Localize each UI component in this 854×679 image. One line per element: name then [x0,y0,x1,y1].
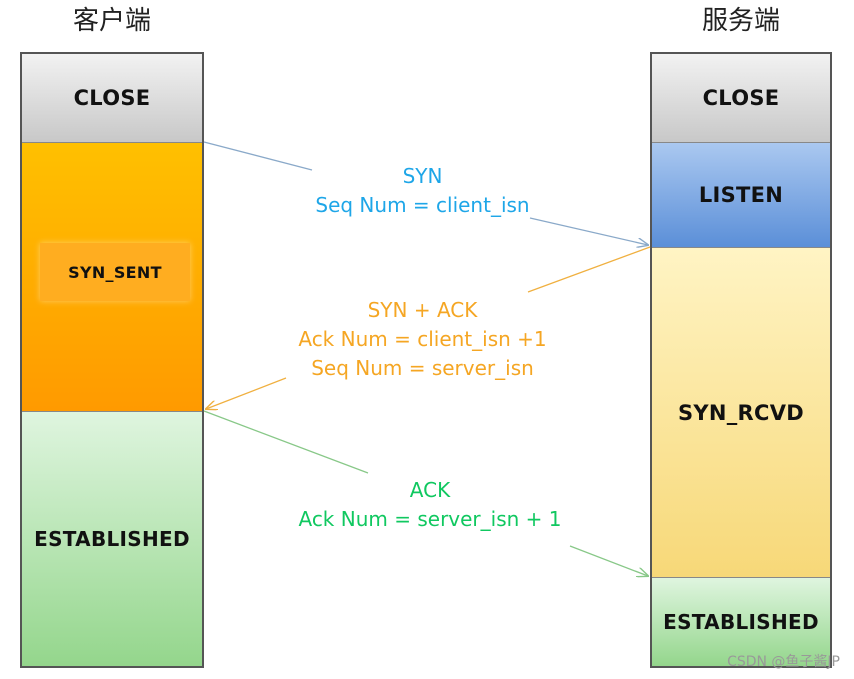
server-state-established: ESTABLISHED [652,578,830,666]
ack-arrow-tail [203,410,369,474]
ack-message-line2: Ack Num = server_isn + 1 [298,507,562,531]
server-listen-label: LISTEN [698,183,784,207]
server-syn-rcvd-label: SYN_RCVD [677,400,805,425]
syn-ack-message-line2: Ack Num = client_isn +1 [298,327,547,351]
syn-ack-message-line3: Seq Num = server_isn [311,356,534,380]
syn-arrow-head [529,217,648,245]
syn-ack-message: SYN + ACK Ack Num = client_isn +1 Seq Nu… [270,296,575,383]
syn-ack-arrow-tail [527,246,651,293]
syn-ack-message-line1: SYN + ACK [367,298,478,322]
client-title: 客户端 [72,6,151,36]
server-established-label: ESTABLISHED [663,610,819,634]
syn-message-line1: SYN [402,164,443,188]
server-state-close: CLOSE [652,54,830,143]
syn-message-line2: Seq Num = client_isn [315,193,530,217]
client-state-syn-sent: SYN_SENT [22,143,202,412]
ack-message: ACK Ack Num = server_isn + 1 [275,476,585,534]
client-state-established: ESTABLISHED [22,412,202,666]
syn-ack-arrow-head [206,377,287,409]
ack-arrow-head [569,545,648,576]
client-close-label: CLOSE [73,86,151,110]
client-established-label: ESTABLISHED [34,527,190,551]
syn-message: SYN Seq Num = client_isn [280,162,565,220]
client-state-close: CLOSE [22,54,202,143]
server-column: CLOSE LISTEN SYN_RCVD ESTABLISHED [650,52,832,668]
server-state-listen: LISTEN [652,143,830,248]
ack-message-line1: ACK [409,478,451,502]
client-column: CLOSE SYN_SENT ESTABLISHED [20,52,204,668]
syn-arrow-tail [203,141,313,171]
client-syn-sent-label: SYN_SENT [68,262,162,282]
watermark: CSDN @鱼子酱JP [727,654,840,670]
server-title: 服务端 [701,6,780,36]
client-syn-sent-box: SYN_SENT [40,243,190,301]
server-state-syn-rcvd: SYN_RCVD [652,248,830,578]
server-close-label: CLOSE [702,86,780,110]
